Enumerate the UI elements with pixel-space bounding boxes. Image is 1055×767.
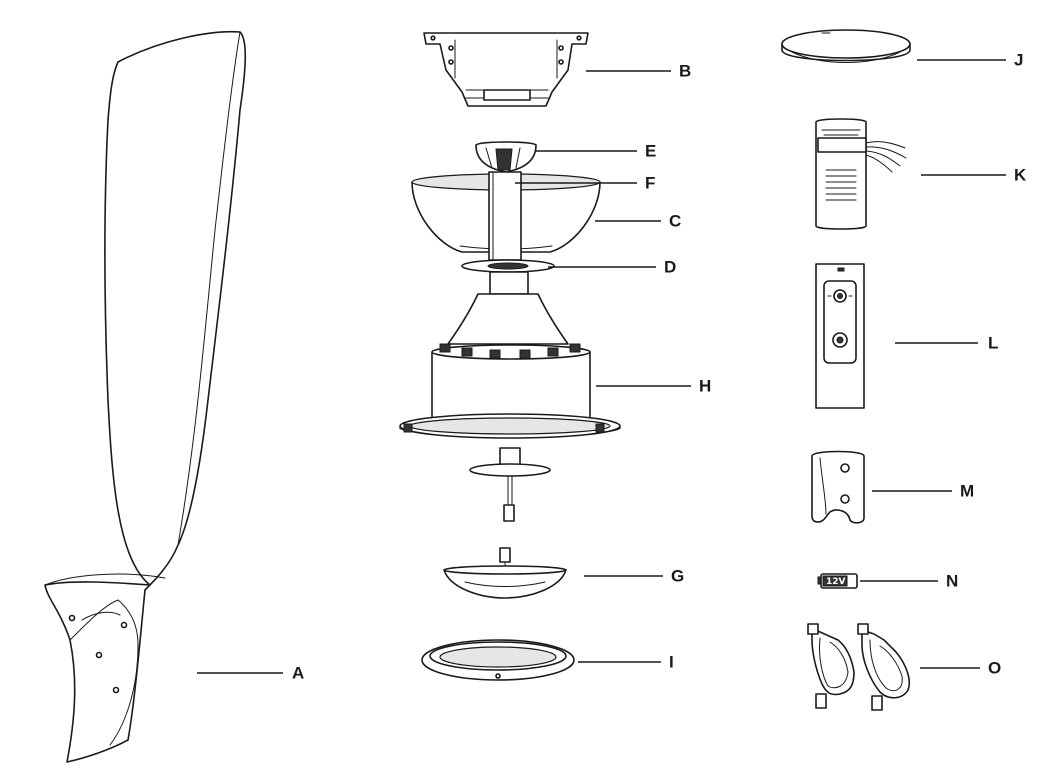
label-f: F [645, 173, 655, 192]
part-e-hanger-ball [475, 141, 537, 173]
part-i-decorative-ring [421, 639, 575, 681]
battery-voltage-text: 12V [826, 577, 846, 587]
label-h: H [699, 376, 711, 395]
screw-hole-icon [95, 651, 103, 659]
vent-lines [825, 169, 857, 201]
label-b: B [679, 61, 691, 80]
part-k-receiver [815, 118, 907, 230]
label-l: L [988, 333, 998, 352]
screw-hole-icon [68, 614, 76, 622]
label-o: O [988, 658, 1001, 677]
part-j-light-dome [781, 29, 911, 63]
screw-hole-icon [120, 621, 128, 629]
part-l-remote-control [815, 263, 865, 409]
part-a-fan-blade [44, 30, 247, 763]
label-c: C [669, 211, 681, 230]
part-b-mounting-bracket [423, 32, 589, 107]
bolt-icon [439, 343, 581, 359]
screw-hole-icon [840, 494, 850, 504]
part-h-motor-housing [399, 271, 621, 522]
part-g-light-cover [443, 547, 567, 599]
part-n-battery: 12V [817, 573, 858, 589]
label-e: E [645, 141, 656, 160]
label-a: A [292, 663, 304, 682]
part-m-remote-holder [811, 450, 865, 524]
part-d-trim-ring [461, 259, 555, 273]
part-f-downrod [488, 171, 522, 261]
label-d: D [664, 257, 676, 276]
label-k: K [1014, 165, 1027, 184]
screw-hole-icon [112, 686, 120, 694]
label-m: M [960, 481, 974, 500]
label-j: J [1014, 50, 1023, 69]
label-n: N [946, 571, 958, 590]
screw-hole-icon [840, 463, 850, 473]
part-o-wire-harness [807, 623, 911, 711]
label-i: I [669, 652, 674, 671]
label-g: G [671, 566, 684, 585]
